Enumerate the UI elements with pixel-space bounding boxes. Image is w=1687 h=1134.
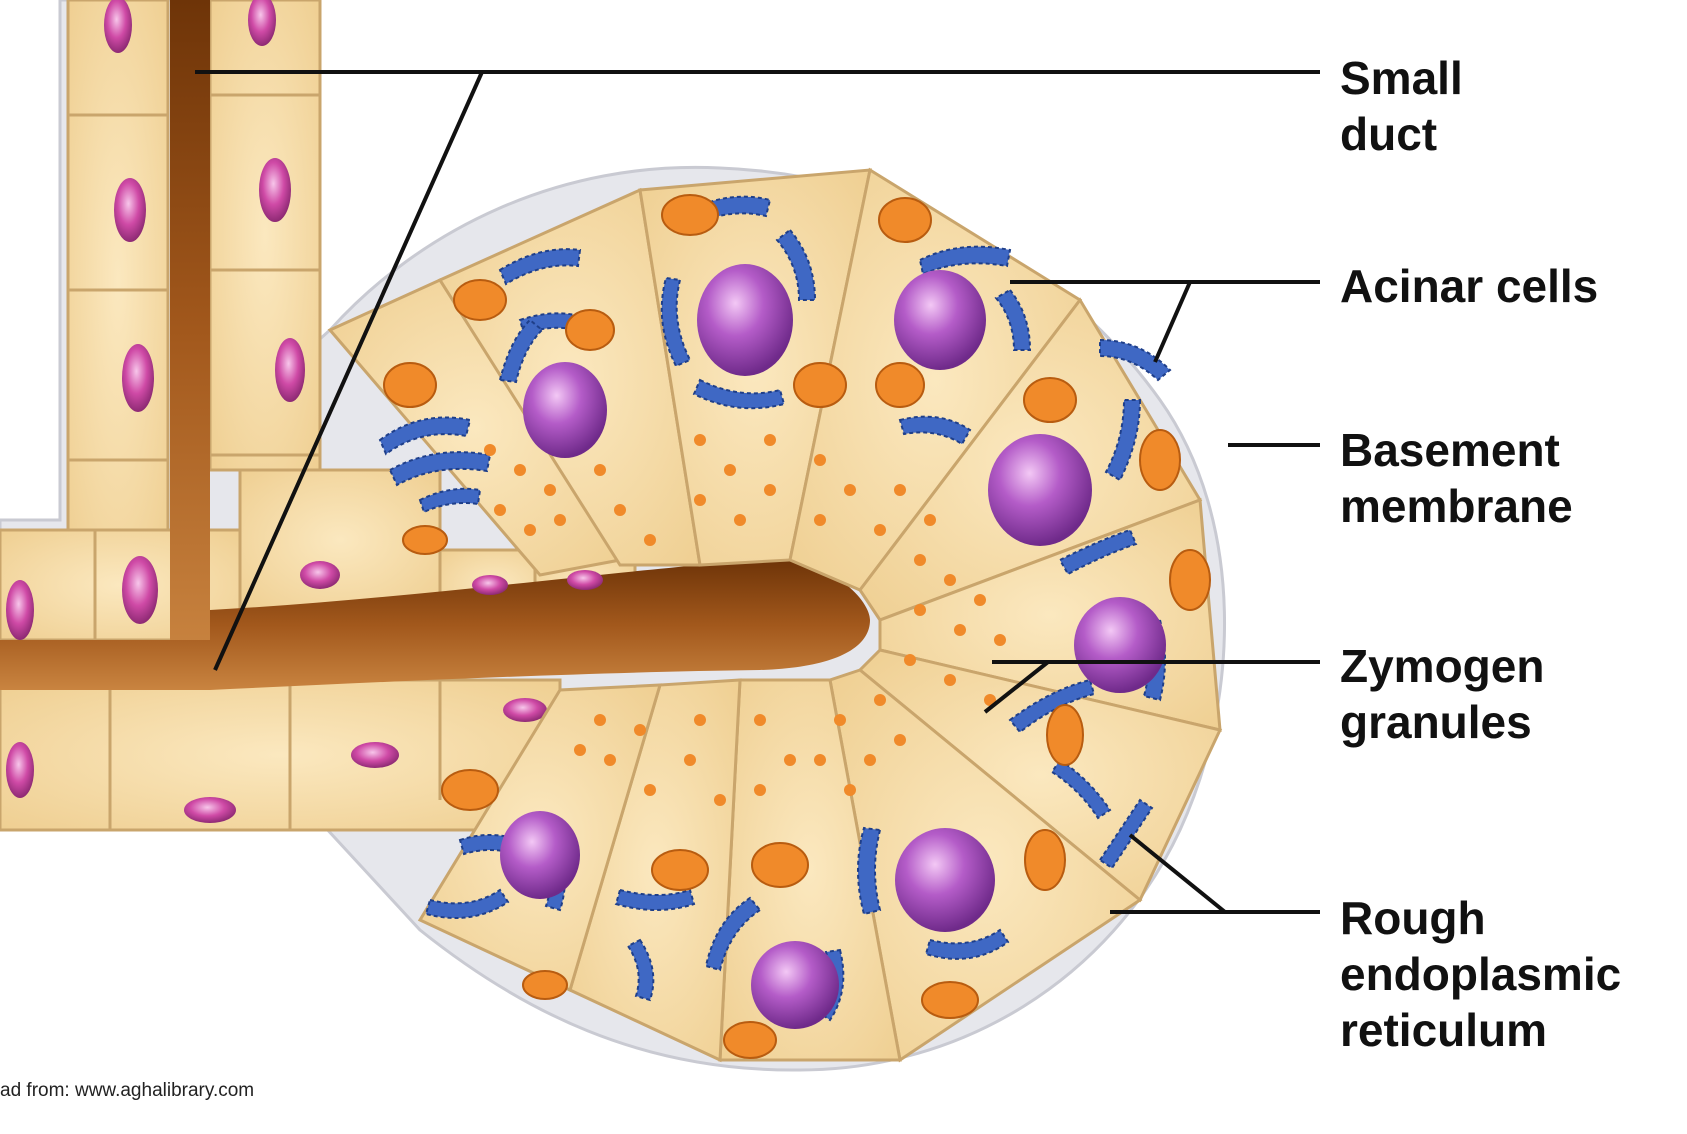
label-small-duct: Small duct: [1340, 50, 1463, 162]
label-rough-er-line-3: reticulum: [1340, 1002, 1621, 1058]
label-basement-membrane-line-1: Basement: [1340, 422, 1573, 478]
label-basement-membrane-line-2: membrane: [1340, 478, 1573, 534]
label-rough-er: Rough endoplasmic reticulum: [1340, 890, 1621, 1058]
label-zymogen-granules-line-2: granules: [1340, 694, 1544, 750]
leader-acinar-2: [1155, 282, 1190, 362]
label-rough-er-line-2: endoplasmic: [1340, 946, 1621, 1002]
label-zymogen-granules: Zymogen granules: [1340, 638, 1544, 750]
source-watermark: ad from: www.aghalibrary.com: [0, 1080, 254, 1102]
label-basement-membrane: Basement membrane: [1340, 422, 1573, 534]
label-small-duct-line-1: Small: [1340, 50, 1463, 106]
label-acinar-cells: Acinar cells: [1340, 258, 1598, 314]
label-small-duct-line-2: duct: [1340, 106, 1463, 162]
label-rough-er-line-1: Rough: [1340, 890, 1621, 946]
label-acinar-cells-line-1: Acinar cells: [1340, 258, 1598, 314]
label-zymogen-granules-line-1: Zymogen: [1340, 638, 1544, 694]
